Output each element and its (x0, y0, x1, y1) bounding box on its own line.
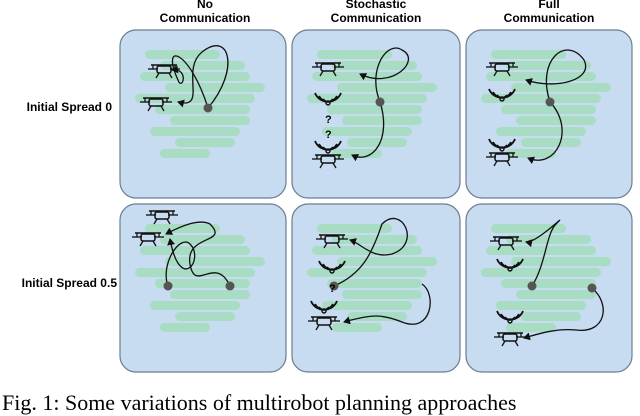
panel-full-comm-spread-0 (465, 29, 633, 199)
column-header-line2: Communication (503, 11, 595, 25)
panel-no-comm-spread-05 (119, 203, 287, 373)
start-point-icon (225, 281, 235, 291)
uncertain-marker: ? (325, 114, 332, 126)
uncertain-marker: ? (325, 129, 332, 141)
arrow-path-icon (333, 217, 408, 287)
panel-full-comm-spread-05 (465, 203, 633, 373)
arrow-path-icon (351, 101, 385, 162)
column-header-stochastic-communication: Stochastic Communication (306, 0, 446, 25)
arrow-path-icon (343, 283, 431, 325)
arrow-path-icon (171, 55, 209, 109)
column-header-no-communication: No Communication (140, 0, 270, 25)
arrow-path-icon (359, 47, 409, 103)
arrow-path-icon (523, 287, 604, 341)
panel-stochastic-comm-spread-05: ? (291, 203, 461, 373)
uncertain-marker: ? (329, 283, 336, 295)
panel-no-comm-spread-0 (119, 29, 287, 199)
column-header-full-communication: Full Communication (484, 0, 614, 25)
start-point-icon (163, 281, 173, 291)
column-header-line2: Communication (330, 11, 422, 25)
row-label-spread-0: Initial Spread 0 (26, 100, 112, 114)
column-header-line1: No (197, 0, 213, 11)
panel-stochastic-comm-spread-0: ? ? (291, 29, 461, 199)
arrow-path-icon (525, 219, 561, 287)
start-point-icon (545, 97, 555, 107)
column-header-line1: Stochastic (345, 0, 407, 11)
start-point-icon (375, 97, 385, 107)
row-label-spread-05: Initial Spread 0.5 (21, 276, 117, 290)
column-header-line2: Communication (159, 11, 251, 25)
arrow-path-icon (165, 238, 196, 287)
arrow-path-icon (525, 49, 587, 103)
start-point-icon (203, 103, 213, 113)
arrow-path-icon (165, 221, 231, 287)
start-point-icon (329, 281, 339, 291)
arrow-path-icon (177, 45, 229, 109)
arrow-path-icon (527, 101, 563, 165)
start-point-icon (587, 283, 597, 293)
column-header-line1: Full (538, 0, 560, 11)
start-point-icon (527, 281, 537, 291)
figure-caption: Fig. 1: Some variations of multirobot pl… (2, 390, 517, 415)
